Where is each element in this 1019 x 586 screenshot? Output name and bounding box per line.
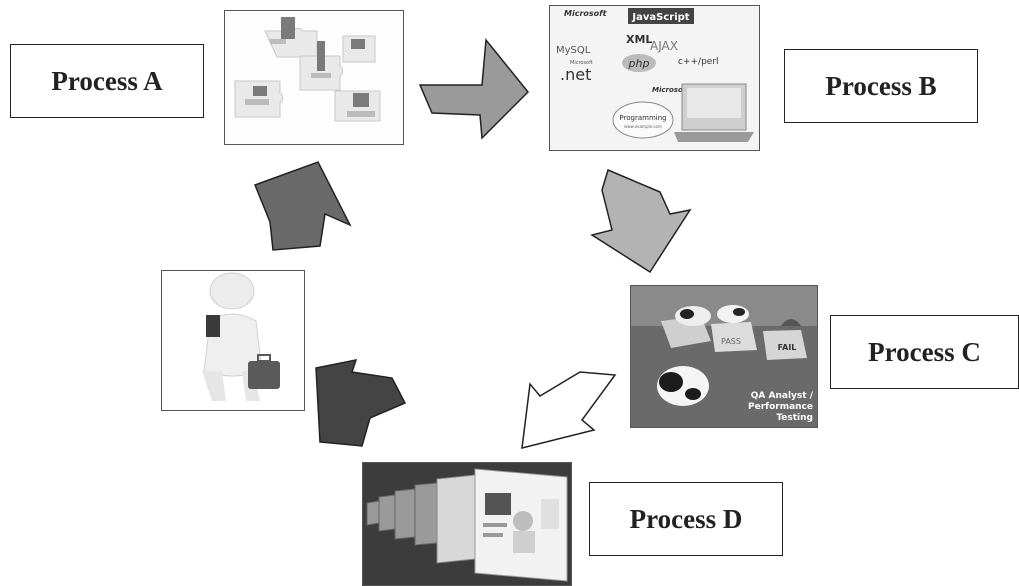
pass-text: PASS <box>721 337 741 346</box>
xml-text: XML <box>626 33 652 46</box>
dotnet-text: .net <box>560 65 591 84</box>
qa-caption-line1: QA Analyst / <box>751 391 814 401</box>
php-text: php <box>628 57 650 70</box>
mysql-text: MySQL <box>556 45 591 56</box>
programming-url-text: www.example.com <box>624 124 662 129</box>
fail-text: FAIL <box>778 343 797 352</box>
process-a-label: Process A <box>10 44 204 118</box>
microsoft-text-top: Microsoft <box>564 9 608 18</box>
process-b-label: Process B <box>784 49 978 123</box>
website-pages-collage <box>362 462 572 586</box>
figure-with-suitcase-icon <box>161 270 305 411</box>
arrow-c-to-d <box>521 371 617 449</box>
puzzle-network-icon <box>224 10 404 145</box>
microsoft-net-small: Microsoft <box>570 60 593 66</box>
arrow-b-to-c <box>590 168 692 274</box>
qa-caption-line3: Testing <box>776 413 813 423</box>
microsoft-text-mid: Microsoft <box>652 86 690 94</box>
javascript-text: JavaScript <box>631 12 689 23</box>
process-c-label: Process C <box>830 315 1019 389</box>
qa-caption-line2: Performance <box>748 402 813 412</box>
ajax-text: AJAX <box>650 39 678 53</box>
arrow-e-to-a <box>254 161 352 251</box>
process-d-label: Process D <box>589 482 783 556</box>
arrow-d-to-e <box>315 359 407 447</box>
programming-text: Programming <box>619 114 666 122</box>
cplusplus-perl-text: c++/perl <box>678 57 719 67</box>
web-technologies-collage: Microsoft JavaScript XML AJAX MySQL php … <box>549 5 760 151</box>
arrow-a-to-b <box>418 38 530 140</box>
cow-qa-photo: PASS FAIL QA Analyst / Performance Testi… <box>630 285 818 428</box>
